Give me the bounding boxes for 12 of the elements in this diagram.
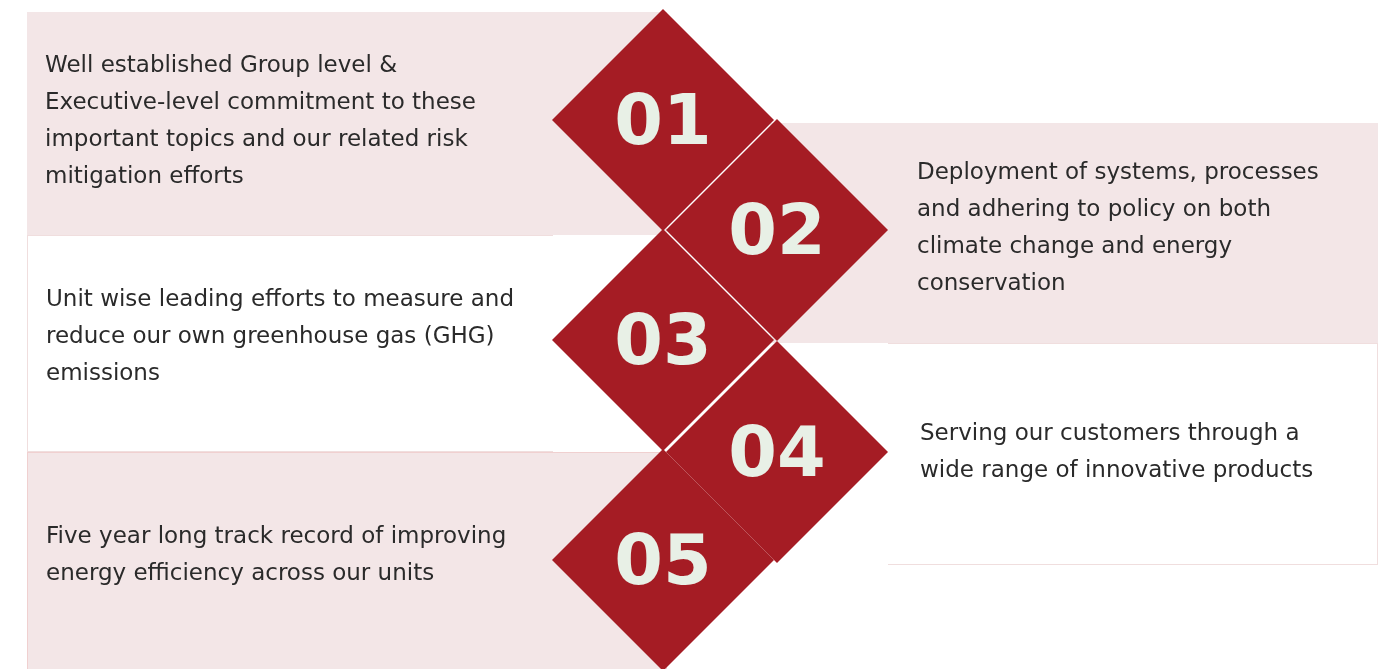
step-number: 04 bbox=[727, 410, 827, 495]
description-text: Serving our customers through a wide range of innovative products bbox=[920, 418, 1315, 484]
description-text: Deployment of systems, processes and adhering to policy on both climate change and energy conservation bbox=[917, 157, 1320, 297]
description-text: Well established Group level & Executive-level commitment to these important topics and our related risk mitigation efforts bbox=[45, 50, 477, 190]
step-number: 01 bbox=[613, 78, 713, 163]
description-text: Five year long track record of improving energy efficiency across our units bbox=[46, 521, 508, 587]
step-number: 02 bbox=[727, 188, 827, 273]
step-number: 03 bbox=[613, 298, 713, 383]
step-number: 05 bbox=[613, 518, 713, 603]
text-panel bbox=[888, 343, 1378, 565]
description-text: Unit wise leading efforts to measure and reduce our own greenhouse gas (GHG) emissions bbox=[46, 284, 516, 387]
text-panel bbox=[27, 235, 553, 452]
